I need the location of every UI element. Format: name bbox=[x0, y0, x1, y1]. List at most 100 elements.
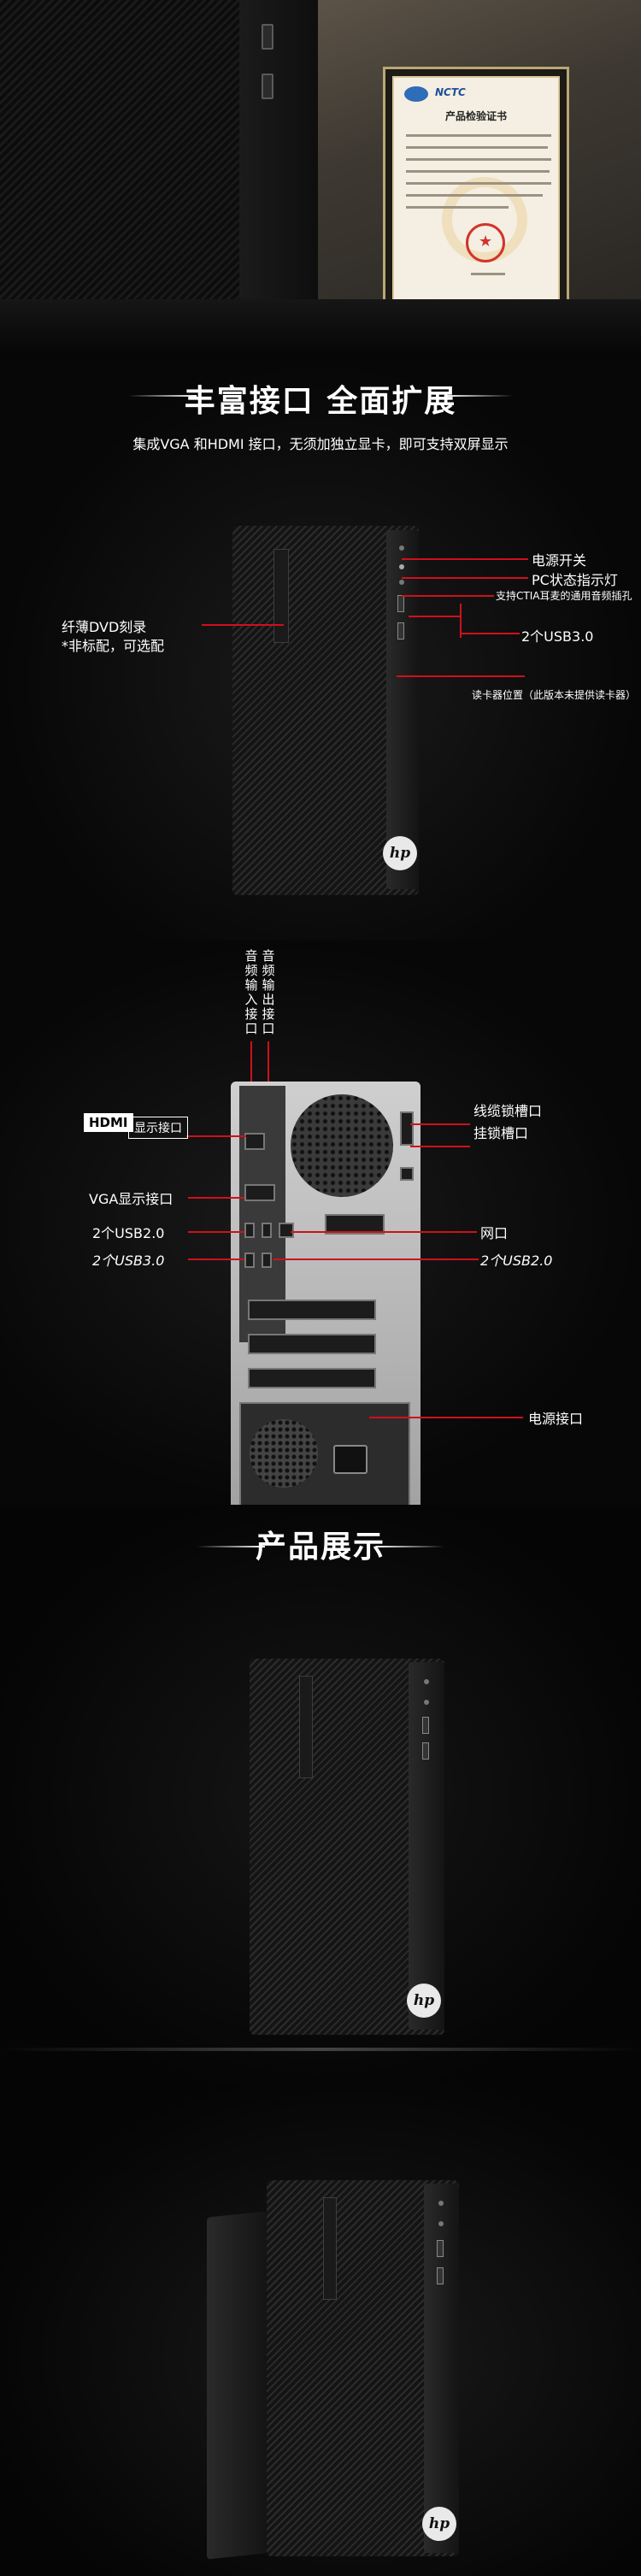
label-dvd-optional: *非标配，可选配 bbox=[62, 638, 165, 654]
hp-logo: hp bbox=[383, 836, 417, 870]
certificate-text-line bbox=[406, 134, 551, 137]
callout-line bbox=[188, 1197, 244, 1199]
callout-line bbox=[369, 1417, 523, 1418]
floor-reflection bbox=[0, 2048, 641, 2051]
dvd-bay bbox=[273, 549, 289, 643]
label-usb3-front: 2个USB3.0 bbox=[521, 628, 594, 645]
hdmi-port-icon bbox=[244, 1133, 265, 1150]
title-divider-right bbox=[444, 395, 513, 397]
front-io-panel bbox=[386, 530, 419, 889]
usb2-port-icon bbox=[262, 1223, 272, 1238]
rear-ports-section: 音频输入接口 音频输出接口 线缆锁槽口 挂锁槽口 H bbox=[0, 940, 641, 1505]
label-power-connector: 电源接口 bbox=[528, 1411, 584, 1427]
label-audio-jack: 支持CTIA耳麦的通用音频插孔 bbox=[496, 590, 632, 602]
usb3-port-icon bbox=[422, 1717, 429, 1734]
callout-bracket bbox=[460, 604, 462, 638]
certificate-text-line bbox=[406, 146, 548, 149]
front-io-panel bbox=[424, 2184, 459, 2553]
certificate-text-line bbox=[406, 206, 509, 209]
label-audio-input: 音频输入接口 bbox=[244, 948, 258, 1036]
padlock-loop-icon bbox=[400, 1167, 414, 1181]
certificate-text-line bbox=[406, 194, 543, 197]
label-usb2: 2个USB2.0 bbox=[92, 1225, 165, 1241]
certificate-text-line bbox=[406, 182, 551, 185]
product-display-section: 产品展示 hp bbox=[0, 1505, 641, 2086]
cable-lock-slot-icon bbox=[400, 1111, 414, 1146]
section-subtitle: 集成VGA 和HDMI 接口，无须加独立显卡，即可支持双屏显示 bbox=[132, 436, 509, 452]
hdmi-badge: HDMI bbox=[84, 1113, 133, 1132]
callout-line bbox=[402, 558, 528, 560]
label-usb2-right: 2个USB2.0 bbox=[480, 1253, 553, 1269]
status-light-icon bbox=[399, 564, 404, 569]
audio-jack-icon bbox=[424, 1700, 429, 1705]
dvd-bay bbox=[323, 2197, 337, 2300]
label-padlock: 挂锁槽口 bbox=[473, 1125, 529, 1141]
callout-line bbox=[186, 1135, 246, 1137]
callout-line bbox=[397, 675, 525, 677]
callout-line bbox=[291, 1231, 477, 1233]
hp-logo: hp bbox=[407, 1984, 441, 2018]
label-pc-status-light: PC状态指示灯 bbox=[532, 572, 618, 588]
dvd-bay bbox=[299, 1676, 313, 1778]
callout-line bbox=[202, 624, 284, 626]
usb2-port-icon bbox=[244, 1223, 255, 1238]
certificate-text-line bbox=[406, 158, 551, 161]
label-lan: 网口 bbox=[480, 1225, 509, 1241]
expansion-slot bbox=[248, 1368, 376, 1388]
label-power-switch: 电源开关 bbox=[532, 552, 587, 569]
lan-port-icon bbox=[279, 1223, 294, 1238]
usb3-port-icon bbox=[422, 1742, 429, 1760]
rear-fan-grille bbox=[291, 1094, 393, 1197]
usb3-port-icon bbox=[437, 2267, 444, 2284]
label-card-reader: 读卡器位置（此版本未提供读卡器） bbox=[472, 689, 637, 701]
callout-line bbox=[410, 1146, 470, 1147]
label-vga: VGA显示接口 bbox=[89, 1191, 173, 1207]
callout-line bbox=[409, 616, 460, 617]
section-title: 产品展示 bbox=[255, 1530, 385, 1565]
certificate-title: 产品检验证书 bbox=[444, 110, 507, 122]
usb3-port-icon bbox=[397, 595, 404, 612]
callout-line bbox=[250, 1041, 252, 1111]
usb3-port-icon bbox=[437, 2240, 444, 2257]
power-button-icon bbox=[438, 2201, 444, 2206]
ports-header: 丰富接口 全面扩展 集成VGA 和HDMI 接口，无须加独立显卡，即可支持双屏显… bbox=[0, 376, 641, 453]
callout-line bbox=[402, 595, 494, 597]
usb-port-icon bbox=[262, 24, 273, 50]
tower-side-texture bbox=[0, 0, 239, 299]
callout-line bbox=[460, 633, 520, 634]
red-seal-icon bbox=[466, 223, 505, 262]
usb3-port-icon bbox=[262, 1253, 272, 1268]
power-button-icon bbox=[424, 1679, 429, 1684]
power-socket-icon bbox=[333, 1445, 368, 1474]
label-usb3: 2个USB3.0 bbox=[92, 1253, 165, 1269]
callout-line bbox=[188, 1231, 244, 1233]
certificate-section: NCTC 产品检验证书 bbox=[0, 0, 641, 359]
title-divider-left bbox=[128, 395, 197, 397]
section-title: 丰富接口 全面扩展 bbox=[184, 384, 457, 419]
certification-logo-icon bbox=[404, 86, 428, 102]
shelf-floor bbox=[0, 299, 641, 359]
certificate-frame: NCTC 产品检验证书 bbox=[383, 67, 569, 311]
label-audio-output: 音频输出接口 bbox=[262, 948, 275, 1036]
usb-port-icon bbox=[262, 74, 273, 99]
tower-side-panel bbox=[207, 2211, 267, 2560]
nctc-logo: NCTC bbox=[435, 86, 466, 98]
callout-line bbox=[402, 577, 528, 579]
power-button-icon bbox=[399, 545, 404, 551]
front-ports-section: 丰富接口 全面扩展 集成VGA 和HDMI 接口，无须加独立显卡，即可支持双屏显… bbox=[0, 359, 641, 940]
audio-jack-icon bbox=[438, 2221, 444, 2226]
certificate-paper: NCTC 产品检验证书 bbox=[392, 76, 560, 302]
label-cable-lock: 线缆锁槽口 bbox=[473, 1103, 543, 1119]
vga-port-icon bbox=[244, 1184, 275, 1201]
usb3-port-icon bbox=[244, 1253, 255, 1268]
callout-line bbox=[410, 1123, 470, 1125]
product-angle-section: hp bbox=[0, 2086, 641, 2576]
label-dvd: 纤薄DVD刻录 bbox=[62, 619, 147, 635]
callout-line bbox=[273, 1259, 479, 1260]
expansion-slot bbox=[248, 1334, 376, 1354]
hdmi-tag: 显示接口 bbox=[128, 1117, 188, 1139]
psu-fan-grille bbox=[250, 1419, 318, 1488]
callout-line bbox=[188, 1259, 244, 1260]
usb3-port-icon bbox=[397, 622, 404, 640]
